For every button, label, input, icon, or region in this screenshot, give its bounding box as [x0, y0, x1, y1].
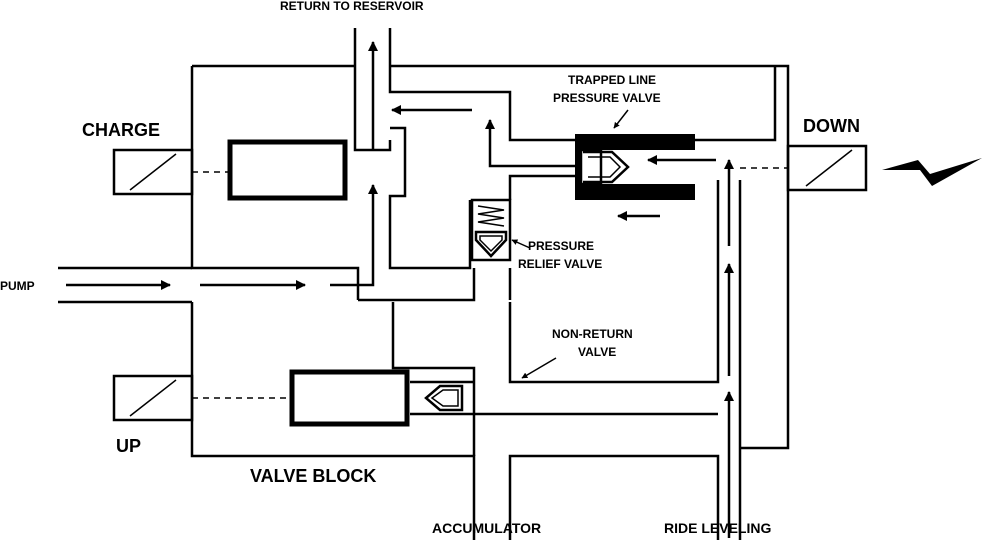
label-return-to-reservoir: RETURN TO RESERVOIR	[280, 0, 424, 13]
electric-signal-icon	[882, 158, 982, 186]
up-spool	[289, 369, 410, 427]
label-non-return-2: VALVE	[578, 345, 616, 359]
label-up: UP	[116, 436, 141, 456]
charge-solenoid	[112, 148, 194, 196]
trapped-valve-pointer	[613, 109, 629, 129]
label-valve-block: VALVE BLOCK	[250, 466, 376, 486]
pressure-relief-valve	[470, 198, 512, 262]
valve-block-body	[58, 28, 790, 540]
label-ride-leveling: RIDE LEVELING	[664, 520, 771, 536]
label-pressure-relief-2: RELIEF VALVE	[518, 257, 602, 271]
label-trapped-line-1: TRAPPED LINE	[568, 73, 656, 87]
label-down: DOWN	[803, 116, 860, 136]
label-non-return-1: NON-RETURN	[552, 327, 633, 341]
label-accumulator: ACCUMULATOR	[432, 520, 541, 536]
non-return-valve	[424, 384, 464, 412]
label-charge: CHARGE	[82, 120, 160, 140]
relief-valve-pointer	[511, 239, 531, 249]
down-solenoid	[786, 144, 868, 192]
trapped-line-pressure-valve	[575, 134, 695, 200]
label-pump: PUMP	[0, 279, 35, 293]
label-trapped-line-2: PRESSURE VALVE	[553, 91, 661, 105]
up-solenoid	[112, 374, 194, 422]
non-return-pointer	[521, 357, 557, 379]
flow-arrows	[66, 41, 734, 538]
charge-spool	[227, 139, 348, 201]
label-pressure-relief-1: PRESSURE	[528, 239, 594, 253]
